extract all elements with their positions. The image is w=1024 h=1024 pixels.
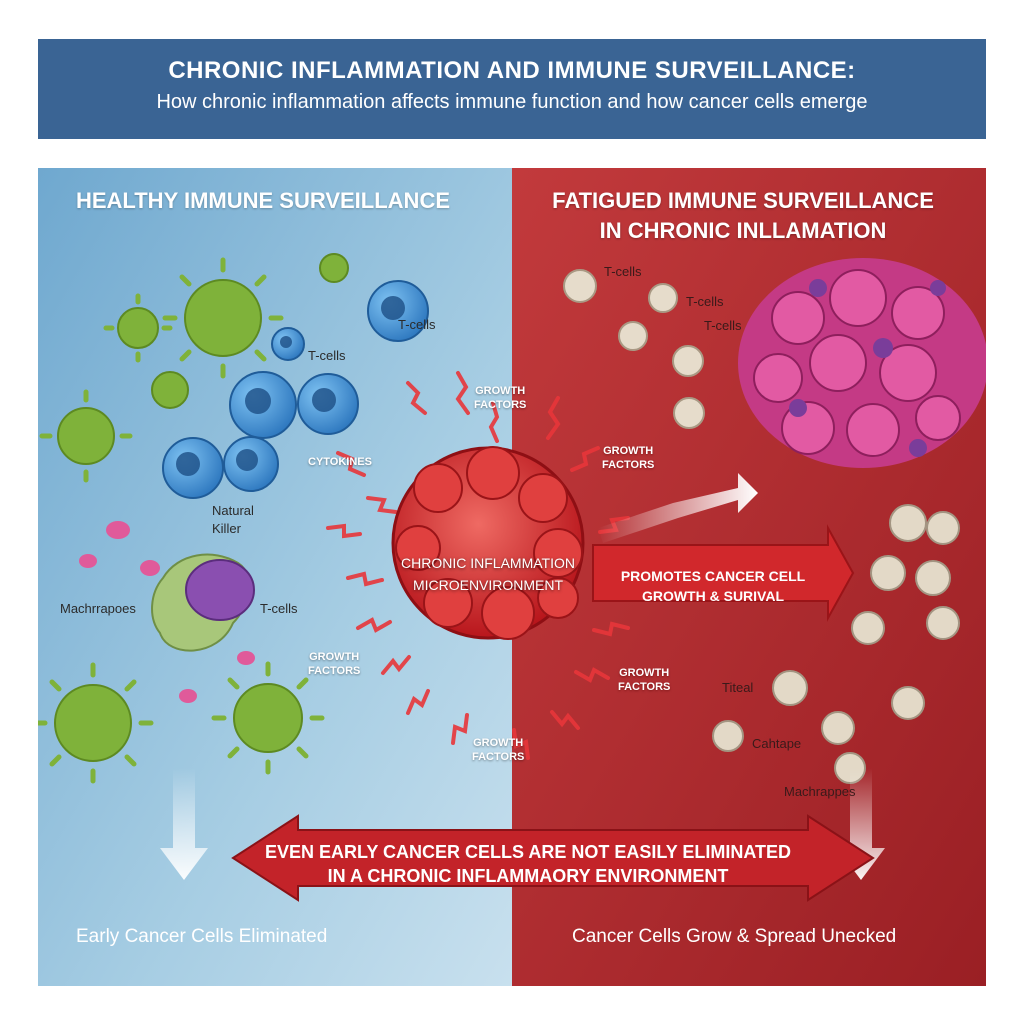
outcome-eliminated: Early Cancer Cells Eliminated xyxy=(76,926,328,947)
label-right-growth-factors-top: GROWTH FACTORS xyxy=(602,445,655,471)
fatigued-heading-text: FATIGUED IMMUNE SURVEILLANCE IN CHRONIC … xyxy=(552,188,934,243)
label-fatigued-tcells-1: T-cells xyxy=(604,264,642,279)
label-tcells-3: T-cells xyxy=(260,601,298,616)
virus-icon xyxy=(38,253,349,784)
bottom-message: EVEN EARLY CANCER CELLS ARE NOT EASILY E… xyxy=(264,842,792,886)
promote-growth-label: PROMOTES CANCER CELL GROWTH & SURIVAL xyxy=(620,568,806,604)
cancer-cell-cluster-icon xyxy=(738,258,986,468)
healthy-heading: HEALTHY IMMUNE SURVEILLANCE xyxy=(75,188,451,213)
panel-background xyxy=(38,168,986,986)
label-right-macrophages: Machrappes xyxy=(784,784,856,799)
label-natural-killer: Natural Killer xyxy=(212,503,254,536)
fatigued-t-cell-icon xyxy=(563,269,705,429)
label-fatigued-tcells-3: T-cells xyxy=(704,318,742,333)
subtitle: How chronic inflammation affects immune … xyxy=(156,91,868,113)
title-banner: CHRONIC INFLAMMATION AND IMMUNE SURVEILL… xyxy=(38,39,986,139)
fatigued-heading: FATIGUED IMMUNE SURVEILLANCE IN CHRONIC … xyxy=(508,186,978,246)
main-title: CHRONIC INFLAMMATION AND IMMUNE SURVEILL… xyxy=(168,57,856,84)
label-tcells-2: T-cells xyxy=(308,348,346,363)
label-growth-factors-left: GROWTH FACTORS xyxy=(308,651,361,677)
label-growth-factors-top: GROWTH FACTORS xyxy=(474,385,527,411)
macrophage-icon xyxy=(151,553,255,652)
label-right-growth-factors-bottom: GROWTH FACTORS xyxy=(618,667,671,693)
label-tissue: Titeal xyxy=(722,680,754,695)
label-fatigued-tcells-2: T-cells xyxy=(686,294,724,309)
infographic-panel: HEALTHY IMMUNE SURVEILLANCE FATIGUED IMM… xyxy=(38,168,986,986)
label-macrophages: Machrrapoes xyxy=(60,601,136,616)
label-cahtape: Cahtape xyxy=(752,736,802,751)
label-growth-factors-bottom: GROWTH FACTORS xyxy=(472,737,525,763)
arrow-icon xyxy=(160,473,885,902)
label-cytokines: CYTOKINES xyxy=(308,456,372,468)
center-microenvironment-label: CHRONIC INFLAMMATION MICROENVIRONMENT xyxy=(401,555,575,593)
label-tcells-1: T-cells xyxy=(398,317,436,332)
inflammation-mass-icon xyxy=(391,446,585,640)
outcome-spread: Cancer Cells Grow & Spread Unecked xyxy=(572,926,897,947)
